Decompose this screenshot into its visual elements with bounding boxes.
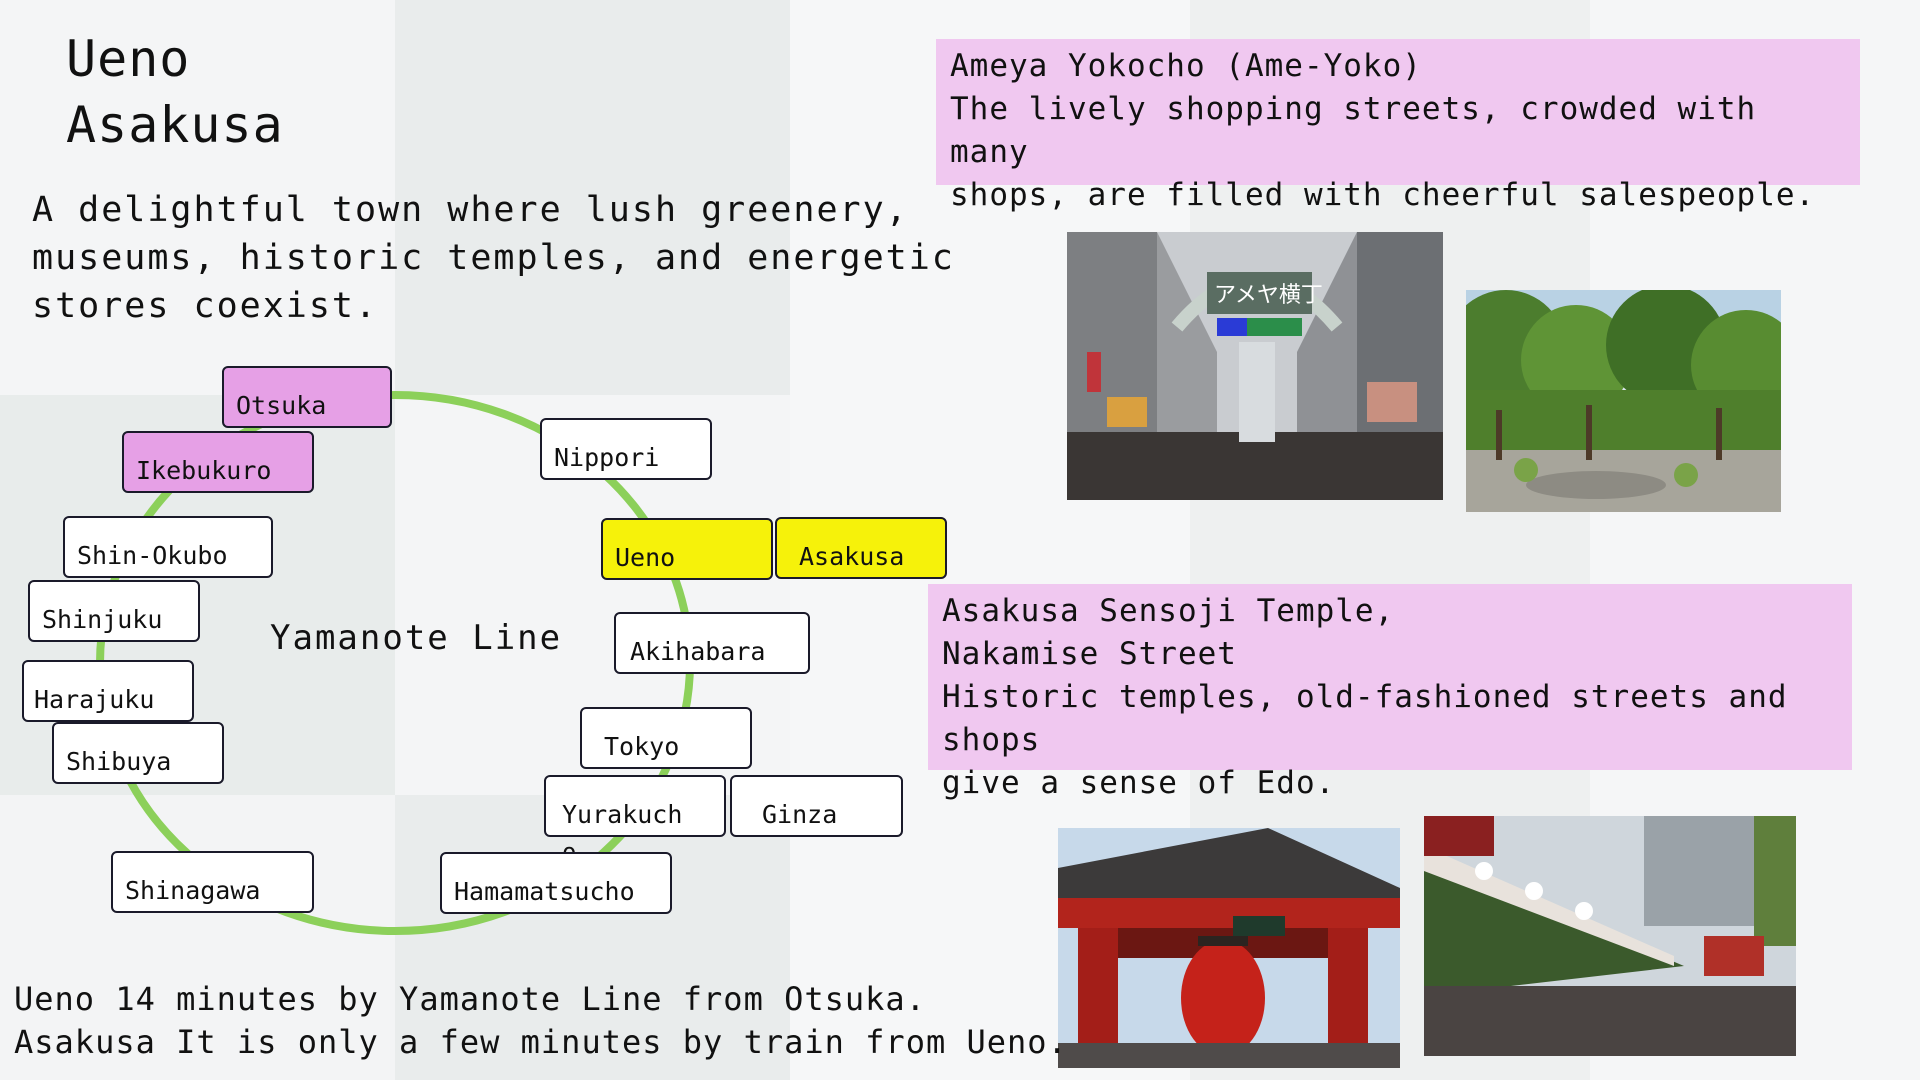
ameyoko-desc-line: The lively shopping streets, crowded wit… bbox=[950, 91, 1757, 170]
station-label: Ikebukuro bbox=[136, 456, 272, 485]
sensoji-title: Asakusa Sensoji Temple, bbox=[942, 593, 1395, 629]
station-label: Shin-Okubo bbox=[77, 541, 228, 570]
station-ueno: Ueno bbox=[601, 518, 773, 580]
station-ginza: Ginza bbox=[730, 775, 903, 837]
access-ueno: Ueno 14 minutes by Yamanote Line from Ot… bbox=[14, 980, 926, 1018]
title-line-ueno: Ueno bbox=[66, 30, 191, 88]
ameyoko-street-photo: アメヤ横丁 bbox=[1067, 232, 1443, 500]
sensoji-desc-line: give a sense of Edo. bbox=[942, 765, 1336, 801]
station-label: Asakusa bbox=[799, 542, 905, 571]
nakamise-street-photo bbox=[1424, 816, 1796, 1056]
ameyoko-title: Ameya Yokocho (Ame-Yoko) bbox=[950, 48, 1422, 84]
background-tile bbox=[0, 795, 395, 1080]
access-info: Ueno 14 minutes by Yamanote Line from Ot… bbox=[14, 978, 1068, 1064]
background-tile bbox=[395, 795, 790, 1080]
station-harajuku: Harajuku bbox=[22, 660, 194, 722]
station-label: Yurakuch bbox=[562, 800, 683, 829]
station-label: Shibuya bbox=[66, 747, 172, 776]
station-shibuya: Shibuya bbox=[52, 722, 224, 784]
kaminarimon-gate-photo bbox=[1058, 828, 1400, 1068]
station-label: Hamamatsucho bbox=[454, 877, 635, 906]
station-shinjuku: Shinjuku bbox=[28, 580, 200, 642]
station-label: Akihabara bbox=[630, 637, 766, 666]
sensoji-subtitle: Nakamise Street bbox=[942, 636, 1237, 672]
station-label: Otsuka bbox=[236, 391, 327, 420]
station-hamamatsucho: Hamamatsucho bbox=[440, 852, 672, 914]
station-tokyo: Tokyo bbox=[580, 707, 752, 769]
background-tile bbox=[0, 0, 395, 395]
station-shinagawa: Shinagawa bbox=[111, 851, 314, 913]
station-ikebukuro: Ikebukuro bbox=[122, 431, 314, 493]
station-label: Tokyo bbox=[604, 732, 680, 761]
yamanote-line-label: Yamanote Line bbox=[270, 618, 563, 658]
station-yurakucho: Yurakuch bbox=[544, 775, 726, 837]
ameyoko-desc-line: shops, are filled with cheerful salespeo… bbox=[950, 177, 1816, 213]
station-label: Shinjuku bbox=[42, 605, 163, 634]
title-line-asakusa: Asakusa bbox=[66, 96, 284, 154]
station-otsuka: Otsuka bbox=[222, 366, 392, 428]
ameyoko-sign-text: アメヤ横丁 bbox=[1214, 283, 1323, 308]
access-asakusa: Asakusa It is only a few minutes by trai… bbox=[14, 1023, 1068, 1061]
ueno-park-photo bbox=[1466, 290, 1781, 512]
station-label: Shinagawa bbox=[125, 876, 261, 905]
station-label: Ueno bbox=[615, 543, 676, 572]
background-tile bbox=[395, 0, 790, 395]
station-asakusa: Asakusa bbox=[775, 517, 947, 579]
page-title: Ueno Asakusa bbox=[66, 26, 284, 158]
sensoji-info-box: Asakusa Sensoji Temple, Nakamise Street … bbox=[928, 584, 1852, 801]
intro-text: A delightful town where lush greenery, m… bbox=[32, 190, 955, 326]
station-label: Nippori bbox=[554, 443, 660, 472]
station-label: Ginza bbox=[762, 800, 838, 829]
station-nippori: Nippori bbox=[540, 418, 712, 480]
station-shin-okubo: Shin-Okubo bbox=[63, 516, 273, 578]
ameyoko-info-box: Ameya Yokocho (Ame-Yoko) The lively shop… bbox=[936, 39, 1860, 213]
station-akihabara: Akihabara bbox=[614, 612, 810, 674]
sensoji-desc-line: Historic temples, old-fashioned streets … bbox=[942, 679, 1788, 758]
station-label: Harajuku bbox=[34, 685, 155, 714]
